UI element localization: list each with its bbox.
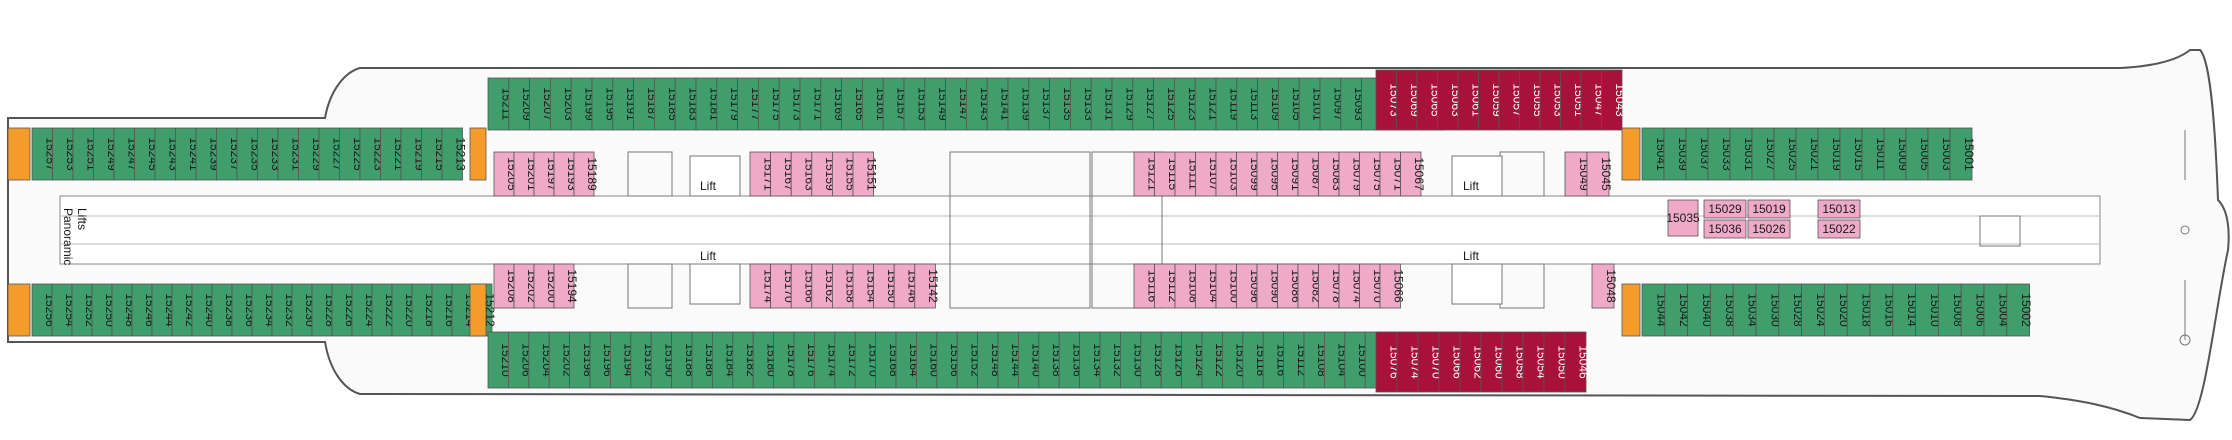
cabin-15043[interactable]: 15043 [1601,69,1627,131]
cabin-number: 15066 [1391,269,1405,303]
cabin-15029[interactable]: 15029 [1703,199,1747,219]
lift-label-fwd-top: Lift [1463,179,1480,193]
corner-cabin-4[interactable] [1621,127,1641,181]
cabin-15067[interactable]: 15067 [1400,151,1426,197]
cabin-15215[interactable]: 15215 [421,127,447,181]
cabin-number: 15013 [1822,202,1856,216]
lift-group: Lift Lift Lift Lift [689,155,1503,305]
lift-label-aft-bottom: Lift [700,249,717,263]
cabin-number: 15189 [585,157,599,191]
stair-blocks [627,151,2021,309]
corner-cabin-3[interactable] [469,283,487,337]
cabin-number: 15142 [926,269,940,303]
corner-cabin-5[interactable] [1621,283,1641,337]
cabin-15135[interactable]: 15135 [1049,77,1075,131]
cabin-number: 15035 [1666,211,1700,225]
cabin-15022[interactable]: 15022 [1817,219,1861,239]
panoramic-lifts-label-line1: Panoramic [61,208,75,265]
cabin-15048[interactable]: 15048 [1591,263,1618,309]
cabin-number: 15002 [2019,293,2033,327]
cabin-15019[interactable]: 15019 [1747,199,1791,219]
cabin-15209[interactable]: 15209 [508,77,534,131]
cabin-15189[interactable]: 15189 [573,151,599,197]
corner-cabin-2[interactable] [469,127,487,181]
cabin-number: 15194 [565,269,579,303]
corner-cabin-0[interactable] [7,127,31,181]
cabin-15151[interactable]: 15151 [852,151,878,197]
cabin-15069[interactable]: 15069 [1396,69,1422,131]
cabin-number: 15213 [453,137,467,171]
cabin-15001[interactable]: 15001 [1949,127,1976,181]
cabin-15036[interactable]: 15036 [1703,219,1747,239]
cabin-15026[interactable]: 15026 [1747,219,1791,239]
cabin-15066[interactable]: 15066 [1379,263,1405,309]
cabin-number: 15048 [1604,269,1618,303]
central-corridor [59,195,2101,265]
cabin-15142[interactable]: 15142 [914,263,940,309]
panoramic-lifts-label-line2: Lifts [75,208,89,230]
cabin-15013[interactable]: 15013 [1817,199,1861,219]
cabin-number: 15036 [1708,222,1742,236]
cabin-number: 15019 [1752,202,1786,216]
cabin-number: 15212 [483,293,497,327]
cabin-number: 15151 [864,157,878,191]
bow-ornament [2179,130,2191,346]
cabin-15202[interactable]: 15202 [548,331,574,389]
corner-cabin-1[interactable] [7,283,31,337]
cabin-15045[interactable]: 15045 [1586,151,1613,197]
cabin-number: 15001 [1962,137,1976,171]
cabin-15046[interactable]: 15046 [1564,331,1591,393]
cabin-number: 15043 [1613,83,1627,117]
cabin-number: 15029 [1708,202,1742,216]
cabin-15035[interactable]: 15035 [1666,199,1700,237]
cabin-15194[interactable]: 15194 [553,263,579,309]
cabin-number: 15045 [1599,157,1613,191]
cabin-number: 15022 [1822,222,1856,236]
cabin-number: 15026 [1752,222,1786,236]
cabin-number: 15067 [1412,157,1426,191]
cabin-15002[interactable]: 15002 [2006,283,2033,337]
cabin-15047[interactable]: 15047 [1580,69,1606,131]
lift-label-fwd-bottom: Lift [1463,249,1480,263]
cabin-15213[interactable]: 15213 [441,127,467,181]
lift-label-aft-top: Lift [700,179,717,193]
cabin-number: 15046 [1577,345,1591,379]
